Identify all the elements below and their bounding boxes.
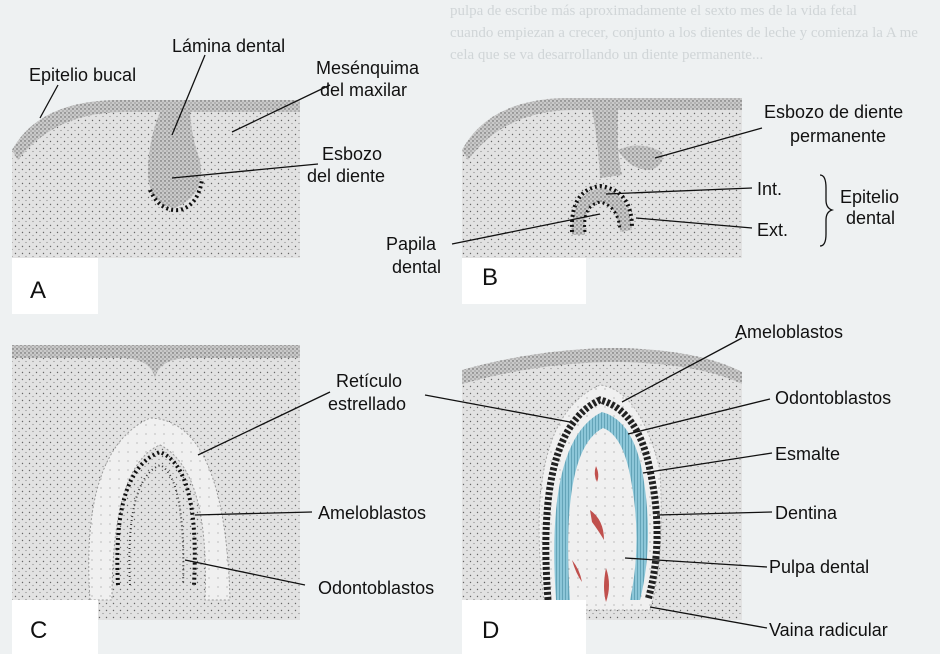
label-dentina: Dentina: [775, 503, 838, 523]
label-reticulo: Retículo: [336, 371, 402, 391]
panel-letter-a: A: [30, 277, 46, 304]
label-pulpa: Pulpa dental: [769, 557, 869, 577]
label-papila: Papila: [386, 234, 437, 254]
panel-d-letter-box: [462, 600, 586, 654]
panel-a-letter-box: [12, 258, 98, 314]
label-odontoblastos-c: Odontoblastos: [318, 578, 434, 598]
label-reticulo: estrellado: [328, 394, 406, 414]
panel-letter-c: C: [30, 617, 47, 644]
label-esbozo-permanente: permanente: [790, 126, 886, 146]
label-vaina: Vaina radicular: [769, 620, 888, 640]
label-ameloblastos-c: Ameloblastos: [318, 503, 426, 523]
label-esmalte: Esmalte: [775, 444, 840, 464]
label-odontoblastos-d: Odontoblastos: [775, 388, 891, 408]
label-lamina-dental: Lámina dental: [172, 36, 285, 56]
label-epitelio-bucal: Epitelio bucal: [29, 65, 136, 85]
epitelio-dental-brace: [820, 175, 832, 246]
label-epitelio-dental: Epitelio: [840, 187, 899, 207]
label-esbozo: Esbozo: [322, 144, 382, 164]
label-papila: dental: [392, 257, 441, 277]
label-mesenquima: Mesénquima: [316, 58, 420, 78]
label-epitelio-dental: dental: [846, 208, 895, 228]
label-mesenquima: del maxilar: [320, 80, 407, 100]
panel-d: [462, 348, 742, 654]
panel-b: [462, 98, 742, 304]
label-ameloblastos-d: Ameloblastos: [735, 322, 843, 342]
panel-c-letter-box: [12, 600, 98, 654]
panel-c: [12, 345, 300, 654]
panel-letter-b: B: [482, 264, 498, 291]
label-int: Int.: [757, 179, 782, 199]
panel-letter-d: D: [482, 617, 499, 644]
label-ext: Ext.: [757, 220, 788, 240]
panel-a: [12, 100, 300, 314]
label-esbozo-permanente: Esbozo de diente: [764, 102, 903, 122]
panel-b-letter-box: [462, 258, 586, 304]
label-esbozo: del diente: [307, 166, 385, 186]
